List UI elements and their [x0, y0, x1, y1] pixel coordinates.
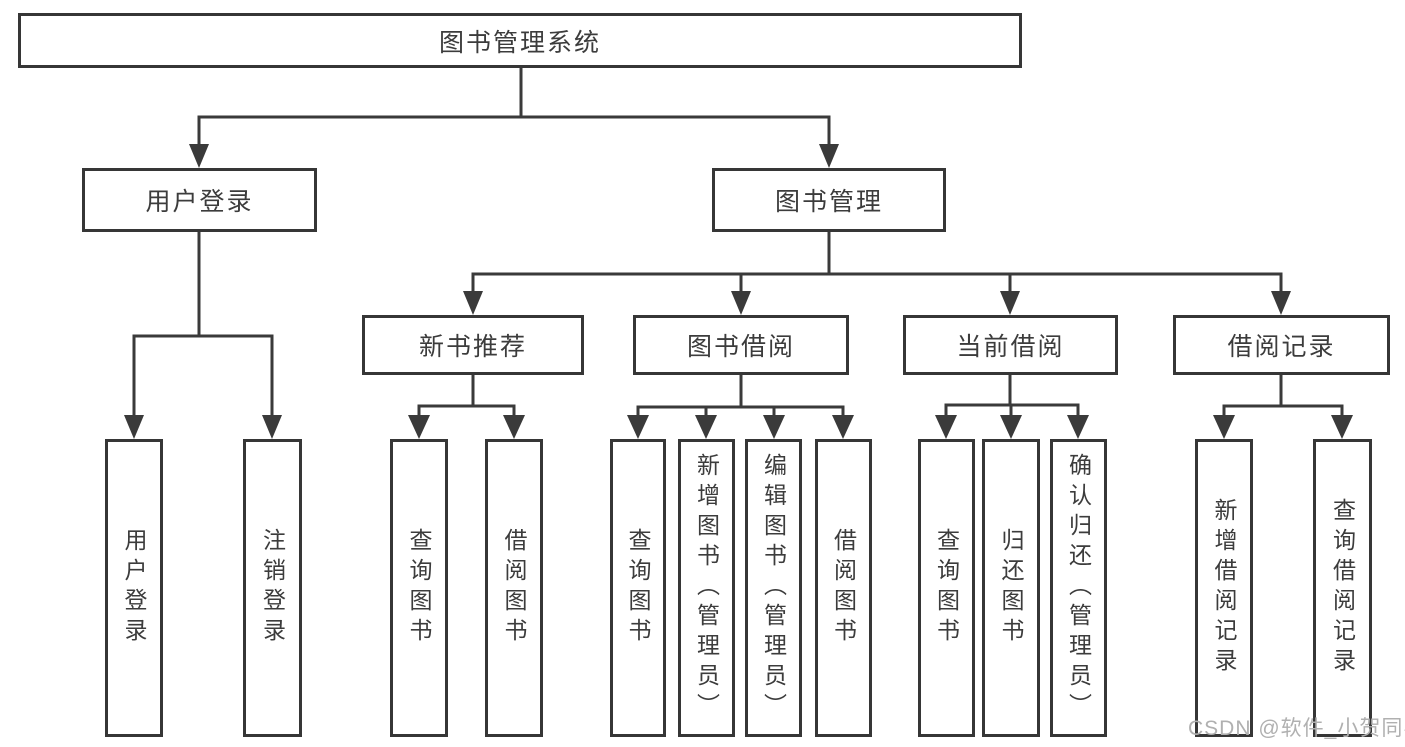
- csdn-watermark: CSDN @软件_小贺同学: [1188, 717, 1405, 740]
- leaf-add-borrow-record-label: 新增借阅记录: [1211, 498, 1237, 678]
- leaf-query-books-borrowing-label: 查询图书: [625, 528, 651, 648]
- leaf-edit-books-admin-label: 编辑图书（管理员）: [760, 453, 787, 723]
- leaf-query-borrow-record-label: 查询借阅记录: [1329, 498, 1356, 678]
- leaf-borrow-books-recommend-label: 借阅图书: [501, 528, 527, 648]
- leaf-confirm-return-admin-label: 确认归还（管理员）: [1065, 453, 1092, 723]
- leaf-add-borrow-record: 新增借阅记录: [1195, 439, 1253, 737]
- connector-current-borrowing-children: [935, 375, 1089, 439]
- connector-new-book-children: [408, 375, 525, 439]
- leaf-query-borrow-record: 查询借阅记录: [1313, 439, 1372, 737]
- node-user-login: 用户登录: [82, 168, 317, 232]
- node-current-borrowing: 当前借阅: [903, 315, 1118, 375]
- leaf-add-books-admin-label: 新增图书（管理员）: [693, 453, 720, 723]
- node-book-borrowing: 图书借阅: [633, 315, 849, 375]
- connector-borrow-records-children: [1213, 375, 1353, 439]
- leaf-user-login-label: 用户登录: [121, 528, 147, 648]
- leaf-borrow-books-borrowing: 借阅图书: [815, 439, 872, 737]
- leaf-add-books-admin: 新增图书（管理员）: [678, 439, 735, 737]
- leaf-borrow-books-recommend: 借阅图书: [485, 439, 543, 737]
- leaf-user-login: 用户登录: [105, 439, 163, 737]
- node-borrowing-records: 借阅记录: [1173, 315, 1390, 375]
- leaf-query-books-current: 查询图书: [918, 439, 975, 737]
- connector-book-management-children: [463, 232, 1291, 315]
- leaf-query-books-current-label: 查询图书: [933, 528, 960, 648]
- node-library-system: 图书管理系统: [18, 13, 1022, 68]
- leaf-query-books-recommend-label: 查询图书: [406, 528, 432, 648]
- leaf-confirm-return-admin: 确认归还（管理员）: [1050, 439, 1107, 737]
- leaf-edit-books-admin: 编辑图书（管理员）: [745, 439, 802, 737]
- connector-user-login-children: [124, 232, 282, 439]
- node-book-management: 图书管理: [712, 168, 946, 232]
- leaf-logout-label: 注销登录: [259, 528, 286, 648]
- leaf-return-books: 归还图书: [982, 439, 1040, 737]
- leaf-query-books-borrowing: 查询图书: [610, 439, 666, 737]
- leaf-query-books-recommend: 查询图书: [390, 439, 448, 737]
- leaf-logout: 注销登录: [243, 439, 302, 737]
- connector-root-to-level2: [189, 68, 839, 168]
- node-new-book-recommendation: 新书推荐: [362, 315, 584, 375]
- connector-book-borrowing-children: [627, 375, 854, 439]
- leaf-borrow-books-borrowing-label: 借阅图书: [830, 528, 857, 648]
- leaf-return-books-label: 归还图书: [998, 528, 1024, 648]
